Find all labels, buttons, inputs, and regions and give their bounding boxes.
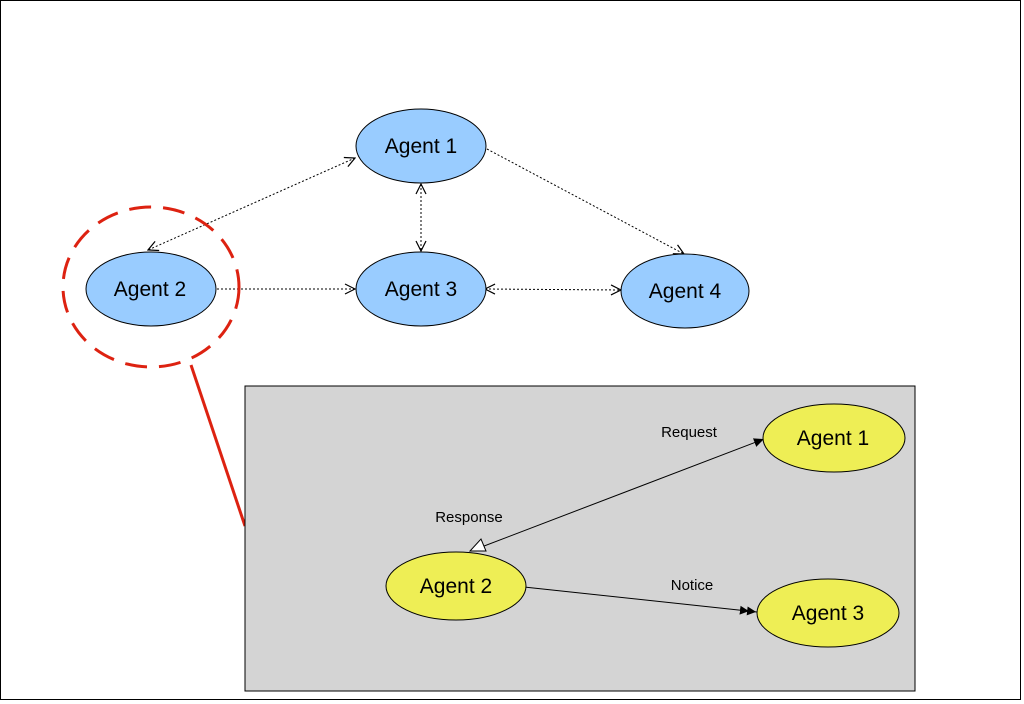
node-label: Agent 2	[420, 575, 492, 598]
node-shape	[85, 251, 217, 327]
node-shape	[756, 578, 900, 648]
edge-agent3-agent4	[485, 289, 621, 290]
edge-request	[470, 438, 765, 552]
edge-notice	[523, 586, 758, 616]
response-arrowhead	[468, 538, 487, 552]
node-shape	[385, 551, 527, 621]
node-label: Agent 3	[792, 602, 864, 625]
detail-node-agent3: Agent 3	[756, 578, 900, 648]
edge-label-notice: Notice	[671, 577, 714, 594]
edge-agent1-agent4	[486, 148, 684, 254]
overview-node-agent4: Agent 4	[620, 253, 750, 329]
edge-label-response: Response	[435, 509, 503, 526]
detail-node-agent2: Agent 2	[385, 551, 527, 621]
node-label: Agent 1	[797, 427, 869, 450]
overview-node-agent1: Agent 1	[355, 108, 487, 184]
node-shape	[762, 403, 906, 473]
edge-agent1-agent2	[148, 158, 355, 250]
node-label: Agent 4	[649, 280, 722, 303]
detail-edges	[468, 438, 765, 616]
node-label: Agent 2	[114, 278, 186, 301]
node-label: Agent 3	[385, 278, 457, 301]
node-shape	[620, 253, 750, 329]
overview-edges	[148, 148, 684, 290]
overview-node-agent2: Agent 2	[85, 251, 217, 327]
node-label: Agent 1	[385, 135, 457, 158]
overview-node-agent3: Agent 3	[355, 251, 487, 327]
highlight-circle	[61, 205, 241, 369]
edge-label-request: Request	[661, 424, 718, 441]
zoom-connector-line	[189, 364, 247, 527]
detail-node-agent1: Agent 1	[762, 403, 906, 473]
node-shape	[355, 108, 487, 184]
node-shape	[355, 251, 487, 327]
